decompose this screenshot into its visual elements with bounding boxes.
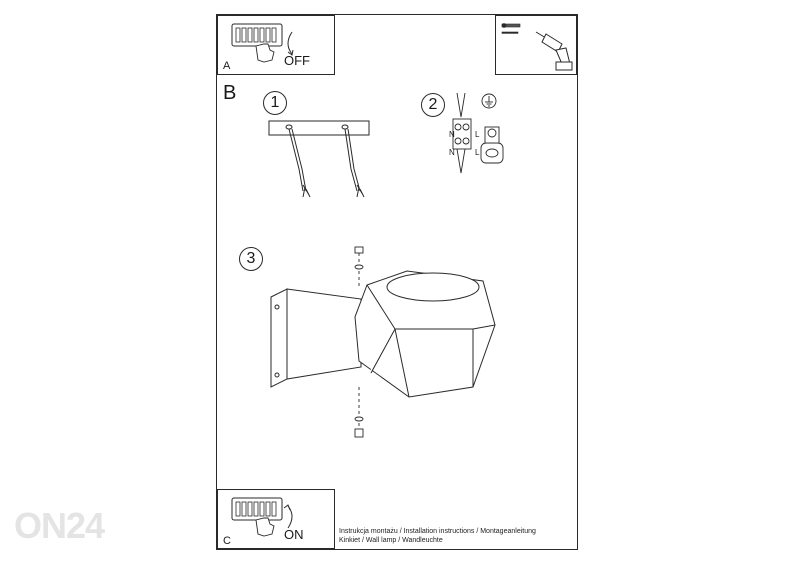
ground-symbol-icon [481,93,497,109]
section-b-letter: B [223,82,237,104]
ground-terminal-icon [480,126,504,164]
hand-icon [255,517,275,537]
step-1-illustration [268,120,370,198]
wall-plug-icon [501,23,521,34]
wire-right-icon [344,128,365,198]
wire-label-l-top: L [475,130,480,139]
screw-top-icon [354,246,364,287]
switch-off-illustration [231,23,294,63]
panel-a: A OFF [217,15,335,75]
panel-c-letter: C [223,535,231,547]
panel-c: C ON [217,489,335,549]
step-2-badge: 2 [421,93,445,117]
switch-panel-icon [231,23,283,47]
mounting-plate-icon [268,120,370,136]
off-label: OFF [284,53,310,68]
on-label: ON [284,527,304,542]
drill-icon [535,31,573,71]
footer-line-1: Instrukcja montażu / Installation instru… [339,528,536,535]
footer-line-2: Kinkiet / Wall lamp / Wandleuchte [339,537,443,544]
panel-drill [495,15,577,75]
rotate-arrow-icon [287,31,293,55]
instruction-sheet: A OFF B 1 [216,14,578,550]
panel-a-letter: A [223,60,231,72]
wire-label-l-bottom: L [475,148,480,157]
drill-illustration [501,23,573,71]
switch-on-illustration [231,497,293,537]
step-3-badge: 3 [239,247,263,271]
step-2-illustration [452,92,504,174]
geometric-lamp-icon [354,270,496,398]
connector-icon [452,92,472,174]
mounting-bracket-icon [270,288,362,388]
switch-panel-icon [231,497,283,521]
wire-label-n-bottom: N [449,148,455,157]
step-1-badge: 1 [263,91,287,115]
screw-bottom-icon [354,387,364,438]
watermark-logo: ON24 [14,505,105,546]
hand-icon [255,43,275,63]
step-3-illustration [270,246,496,438]
wire-label-n-top: N [449,130,455,139]
wire-left-icon [288,128,311,198]
